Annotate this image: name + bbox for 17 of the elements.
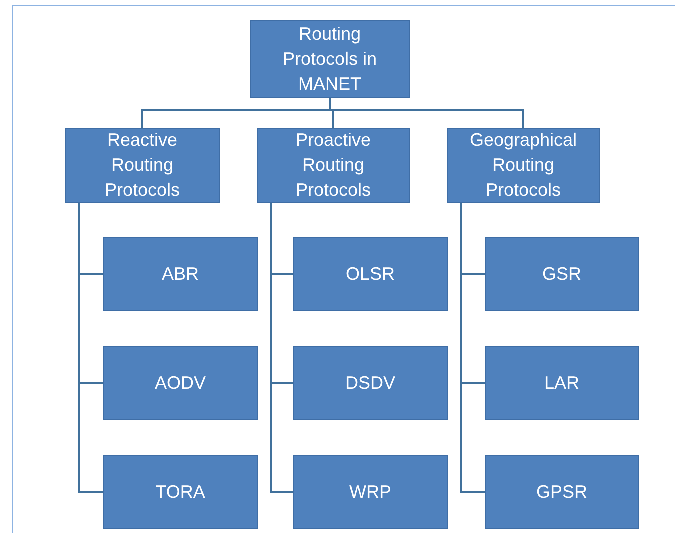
connector-line xyxy=(329,98,524,128)
protocol-box: GSR xyxy=(485,237,639,311)
protocol-box: AODV xyxy=(103,346,258,420)
protocol-box: DSDV xyxy=(293,346,448,420)
protocol-box: LAR xyxy=(485,346,639,420)
connector-line xyxy=(460,203,485,493)
connector-line xyxy=(270,203,293,493)
root-box: Routing Protocols in MANET xyxy=(250,20,410,98)
connector-line xyxy=(78,203,103,493)
category-box: Reactive Routing Protocols xyxy=(65,128,220,203)
protocol-box: OLSR xyxy=(293,237,448,311)
protocol-box: WRP xyxy=(293,455,448,529)
protocol-box: ABR xyxy=(103,237,258,311)
protocol-box: GPSR xyxy=(485,455,639,529)
category-box: Geographical Routing Protocols xyxy=(447,128,600,203)
category-box: Proactive Routing Protocols xyxy=(257,128,410,203)
protocol-box: TORA xyxy=(103,455,258,529)
